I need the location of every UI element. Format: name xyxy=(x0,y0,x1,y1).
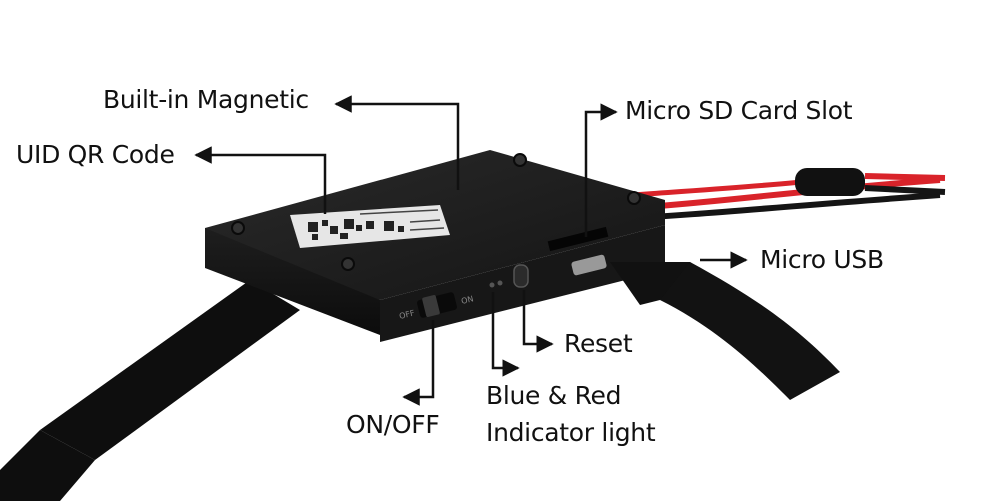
micro-usb-cable xyxy=(610,262,840,400)
arrow-reset xyxy=(522,290,554,353)
switch-mark-off: OFF xyxy=(398,308,416,321)
label-reset: Reset xyxy=(564,329,633,358)
label-indicator-line1: Blue & Red xyxy=(486,381,622,410)
indicator-light-1 xyxy=(489,282,495,288)
label-micro-usb: Micro USB xyxy=(760,245,884,274)
label-indicator-line2: Indicator light xyxy=(486,418,656,447)
arrow-micro-sd xyxy=(584,103,618,237)
callout-arrows xyxy=(194,95,748,406)
label-micro-sd-card-slot: Micro SD Card Slot xyxy=(625,96,853,125)
micro-sd-slot xyxy=(547,226,609,252)
arrow-built-in-magnetic xyxy=(334,95,460,190)
label-uid-qr-code: UID QR Code xyxy=(16,140,175,169)
arrow-uid-qr-code xyxy=(194,146,327,214)
indicator-light-2 xyxy=(497,280,503,286)
label-on-off: ON/OFF xyxy=(346,410,440,439)
mounting-holes xyxy=(231,153,641,271)
uid-qr-code-sticker xyxy=(290,205,450,248)
arrow-on-off xyxy=(402,320,435,406)
label-built-in-magnetic: Built-in Magnetic xyxy=(103,85,309,114)
micro-usb-port xyxy=(571,254,607,276)
arrow-indicator xyxy=(491,292,520,377)
switch-mark-on: ON xyxy=(460,294,474,306)
reset-button xyxy=(513,264,529,288)
device-front xyxy=(205,228,380,335)
ribbon-cable xyxy=(40,280,300,460)
